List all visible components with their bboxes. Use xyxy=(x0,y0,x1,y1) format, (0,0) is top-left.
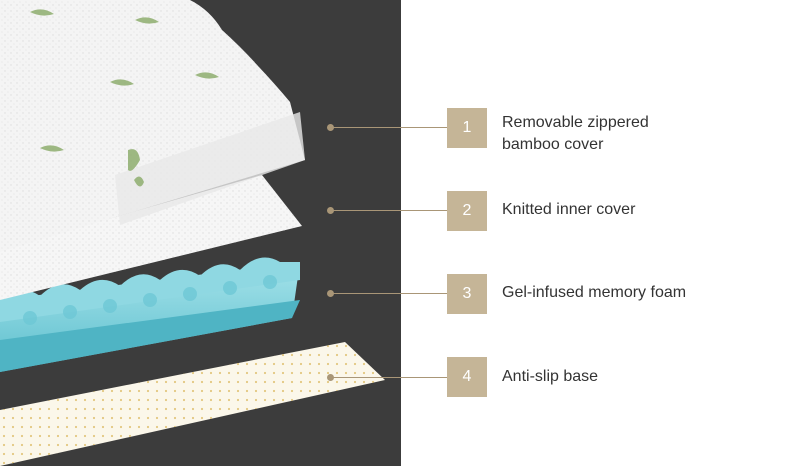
mattress-layers-illustration xyxy=(0,0,385,466)
callout-1-label: Removable zippered bamboo cover xyxy=(502,112,649,156)
callout-2-label: Knitted inner cover xyxy=(502,199,635,221)
callout-3-number-badge: 3 xyxy=(447,274,487,314)
callout-1-label-line-1: Removable zippered xyxy=(502,114,649,131)
callout-4-number-badge: 4 xyxy=(447,357,487,397)
callout-2-line xyxy=(333,210,447,211)
callout-2-dot xyxy=(327,207,334,214)
callout-2-label-line-1: Knitted inner cover xyxy=(502,201,636,218)
knitted-inner-cover-layer xyxy=(0,175,302,300)
callout-2-number-badge: 2 xyxy=(447,191,487,231)
callout-4-dot xyxy=(327,374,334,381)
callout-3-line xyxy=(333,293,447,294)
callout-3-label: Gel-infused memory foam xyxy=(502,282,686,304)
callout-1-label-line-2: bamboo cover xyxy=(502,136,604,153)
anti-slip-base-layer xyxy=(0,342,385,466)
bamboo-print-pattern xyxy=(30,9,219,187)
callout-1-line xyxy=(333,127,447,128)
callout-1-number-badge: 1 xyxy=(447,108,487,148)
callout-4-line xyxy=(333,377,447,378)
callout-3-dot xyxy=(327,290,334,297)
callout-3-label-line-1: Gel-infused memory foam xyxy=(502,284,687,301)
callout-1-dot xyxy=(327,124,334,131)
bamboo-cover-layer xyxy=(0,0,305,252)
callout-4-label: Anti-slip base xyxy=(502,366,598,388)
memory-foam-layer xyxy=(0,257,300,372)
callout-4-label-line-1: Anti-slip base xyxy=(502,368,599,385)
